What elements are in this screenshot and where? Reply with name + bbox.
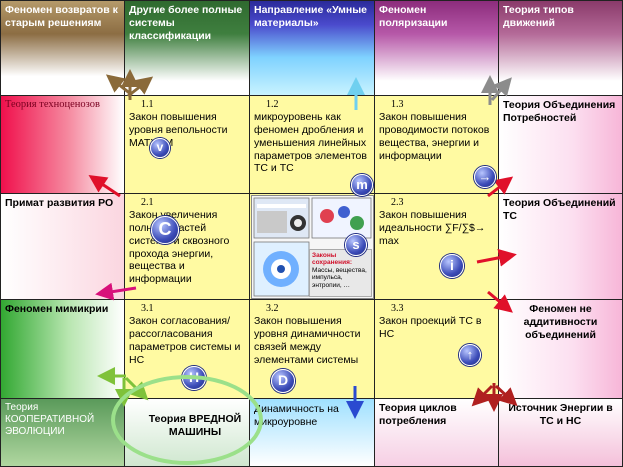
conservation-laws-note: Законы сохранения: Массы, вещества, импу… [309,249,372,297]
collage-thumbnails [253,197,372,297]
law-text: Закон повышения уровня динамичности связ… [254,315,361,366]
header-returns: Феномен возвратов к старым решениям [0,0,125,96]
row-label-primacy: Примат развития РО [0,194,125,300]
header-polarization: Феномен поляризации [375,0,499,96]
law-cell-1-1: 1.1 Закон повышения уровня вепольности М… [125,96,250,194]
cell-micro-dynamics: Динамичность на микроуровне [250,399,375,467]
right-label-needs: Теория Объединения Потребностей [499,96,623,194]
law-text: микроуровень как феномен дробления и уме… [254,111,367,175]
law-cell-3-2: 3.2 Закон повышения уровня динамичности … [250,300,375,399]
law-text: Закон проекций ТС в НС [379,315,482,340]
law-number: 1.3 [391,99,404,110]
cell-consumption-cycles: Теория циклов потребления [375,399,499,467]
badge-d: D [271,369,295,393]
law-cell-3-3: 3.3 Закон проекций ТС в НС [375,300,499,399]
law-number: 3.1 [141,303,154,314]
law-text: Закон повышения уровня вепольности МАТХЭ… [129,111,228,149]
note-text: Массы, вещества, импульса, энтропии, … [312,266,367,289]
law-number: 3.2 [266,303,279,314]
header-motion-types: Теория типов движений [499,0,623,96]
badge-i: i [440,254,464,278]
right-label-nonadditivity: Феномен не аддитивности объединений [499,300,623,399]
law-text: Закон повышения проводимости потоков вещ… [379,111,490,162]
row-label-mimicry: Феномен мимикрии [0,300,125,399]
badge-arrow: → [474,166,496,188]
row-label-technocenosis: Теория техноценозов [0,96,125,194]
highlight-ellipse [111,375,263,465]
law-number: 2.3 [391,197,404,208]
header-classification: Другие более полные системы классификаци… [125,0,250,96]
header-smart-materials: Направление «Умные материалы» [250,0,375,96]
law-text: Закон согласования/ рассогласования пара… [129,315,241,366]
badge-s: s [345,234,367,256]
law-number: 2.1 [141,197,154,208]
badge-v: v [150,138,170,158]
cell-energy-source: Источник Энергии в ТС и НС [499,399,623,467]
badge-m: m [351,174,373,196]
law-text: Закон увеличения полноты частей системы … [129,209,230,286]
badge-up: ↑ [459,344,481,366]
row-label-cooperative: Теория КООПЕРАТИВНОЙ ЭВОЛЮЦИИ [0,399,125,467]
law-cell-2-1: 2.1 Закон увеличения полноты частей сист… [125,194,250,300]
law-text: Закон повышения идеальности ∑F/∑$→ max [379,209,486,247]
law-cell-2-3: 2.3 Закон повышения идеальности ∑F/∑$→ m… [375,194,499,300]
law-number: 3.3 [391,303,404,314]
law-number: 1.1 [141,99,154,110]
badge-c: C [151,216,179,244]
law-cell-1-3: 1.3 Закон повышения проводимости потоков… [375,96,499,194]
right-label-unions: Теория Объединений ТС [499,194,623,300]
law-number: 1.2 [266,99,279,110]
collage-image [251,195,374,299]
note-title: Законы сохранения: [312,252,353,267]
